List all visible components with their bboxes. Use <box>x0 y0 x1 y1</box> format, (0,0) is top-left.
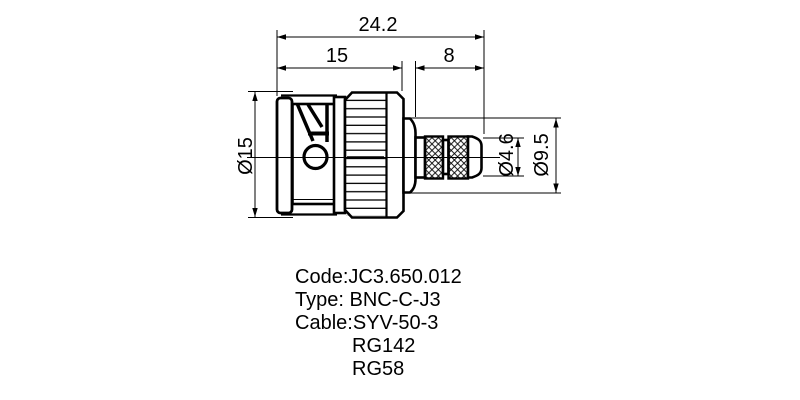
arrow-total-left <box>277 34 286 40</box>
spec-cable-alt2: RG58 <box>352 358 404 380</box>
arrow-dia46-bottom <box>515 167 521 176</box>
spec-cable-alt1: RG142 <box>352 335 415 357</box>
rear-step <box>402 117 417 194</box>
dim-text-tail-length: 8 <box>443 45 454 67</box>
spec-type: Type: BNC-C-J3 <box>295 289 441 311</box>
connector-body <box>247 91 500 219</box>
step-ring <box>332 95 347 215</box>
arrow-dia15-bottom <box>252 208 258 217</box>
dim-text-body-length: 15 <box>326 45 348 67</box>
arrow-total-right <box>475 34 484 40</box>
dim-text-total-length: 24.2 <box>359 14 398 36</box>
dim-text-body-diameter: Ø15 <box>235 137 257 175</box>
spec-text-block: Code:JC3.650.012 Type: BNC-C-J3 Cable:SY… <box>295 266 462 380</box>
spec-code: Code:JC3.650.012 <box>295 266 462 288</box>
dim-text-rear-diameter: Ø9.5 <box>531 133 553 176</box>
arrow-tail-right <box>475 65 484 71</box>
dim-text-ferrule-diameter: Ø4.6 <box>496 133 518 176</box>
arrow-body-left <box>277 65 286 71</box>
arrow-dia95-top <box>553 118 559 128</box>
arrow-dia46-top <box>515 138 521 147</box>
arrow-dia95-bottom <box>553 183 559 193</box>
arrow-dia15-top <box>252 92 258 101</box>
dimension-annotations: 24.2 15 8 Ø15 Ø4.6 Ø9.5 <box>235 14 561 218</box>
arrow-tail-left <box>415 65 425 71</box>
arrow-body-right <box>393 65 402 71</box>
bayonet-slot-right-edge <box>306 103 324 128</box>
knurl-ribs <box>346 94 386 216</box>
front-ring <box>275 96 294 215</box>
spec-cable: Cable:SYV-50-3 <box>295 312 438 334</box>
